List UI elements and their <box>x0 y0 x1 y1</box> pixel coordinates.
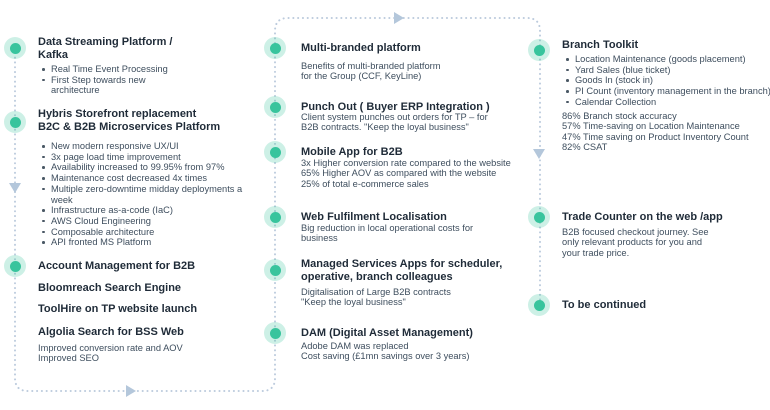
feature-item: First Step towards new architecture <box>38 75 196 96</box>
arrow-right-icon <box>126 385 136 397</box>
description-line: 3x Higher conversion rate compared to th… <box>301 158 511 168</box>
milestone-title: Branch Toolkit <box>562 39 639 51</box>
milestone-title: DAM (Digital Asset Management) <box>301 327 473 339</box>
milestone-title: Mobile App for B2B <box>301 146 403 158</box>
milestone-title: Algolia Search for BSS Web <box>38 326 184 338</box>
arrow-down-icon <box>533 149 545 159</box>
milestone-dot-icon <box>264 206 286 228</box>
title-line: Hybris Storefront replacement <box>38 108 197 120</box>
milestone-description: Improved conversion rate and AOV Improve… <box>38 343 183 364</box>
stat-line: 47% Time saving on Product Inventory Cou… <box>562 131 749 142</box>
milestone-dot-icon <box>264 259 286 281</box>
milestone-dot-icon <box>264 141 286 163</box>
feature-item: API fronted MS Platform <box>38 237 252 248</box>
feature-item: AWS Cloud Engineering <box>38 216 252 227</box>
milestone-title: To be continued <box>562 299 647 311</box>
title-line: Managed Services Apps for scheduler, <box>301 258 503 270</box>
milestone-dot-icon <box>528 39 550 61</box>
feature-item: Composable architecture <box>38 227 252 238</box>
milestone-stats: 86% Branch stock accuracy 57% Time-savin… <box>562 111 749 153</box>
milestone-description: Client system punches out orders for TP … <box>301 112 488 133</box>
stat-line: 82% CSAT <box>562 142 608 153</box>
title-line: operative, branch colleagues <box>301 271 453 283</box>
description-line: Client system punches out orders for TP … <box>301 112 488 122</box>
description-line: only relevant products for you and <box>562 237 703 248</box>
title-line: B2C & B2B Microservices Platform <box>38 121 221 133</box>
description-line: Improved SEO <box>38 353 99 364</box>
milestone-title: Managed Services Apps for scheduler, ope… <box>301 258 502 284</box>
feature-item: Calendar Collection <box>562 97 770 108</box>
milestone-dot-icon <box>4 37 26 59</box>
feature-item: Infrastructure as-a-code (IaC) <box>38 205 252 216</box>
feature-item: Maintenance cost decreased 4x times <box>38 173 252 184</box>
feature-item: PI Count (inventory management in the br… <box>562 86 770 97</box>
milestone-title: ToolHire on TP website launch <box>38 303 198 315</box>
description-line: business <box>301 233 338 244</box>
description-line: B2B focused checkout journey. See <box>562 227 709 237</box>
milestone-dot-icon <box>264 96 286 118</box>
feature-item: New modern responsive UX/UI <box>38 141 252 152</box>
feature-list: New modern responsive UX/UI 3x page load… <box>38 141 252 248</box>
description-line: Adobe DAM was replaced <box>301 341 409 351</box>
feature-item: Real Time Event Processing <box>38 64 196 75</box>
milestone-title: Bloomreach Search Engine <box>38 282 182 294</box>
stat-line: 86% Branch stock accuracy <box>562 111 677 121</box>
description-line: Benefits of multi-branded platform <box>301 61 441 71</box>
milestone-description: 3x Higher conversion rate compared to th… <box>301 158 511 189</box>
title-line: Data Streaming Platform / <box>38 36 173 48</box>
milestone-dot-icon <box>4 111 26 133</box>
milestone-dot-icon <box>4 255 26 277</box>
milestone-description: Benefits of multi-branded platform for t… <box>301 61 441 82</box>
feature-item: Multiple zero-downtime midday deployment… <box>38 184 252 205</box>
stat-line: 57% Time-saving on Location Maintenance <box>562 121 740 132</box>
description-line: Cost saving (£1mn savings over 3 years) <box>301 351 470 362</box>
milestone-dot-icon <box>264 37 286 59</box>
milestone-title: Hybris Storefront replacement B2C & B2B … <box>38 108 220 134</box>
milestone-title: Data Streaming Platform / Kafka <box>38 36 172 62</box>
description-line: your trade price. <box>562 247 630 258</box>
description-line: 25% of total e-commerce sales <box>301 178 429 189</box>
arrow-right-icon <box>394 12 404 24</box>
milestone-dot-icon <box>528 294 550 316</box>
milestone-description: B2B focused checkout journey. See only r… <box>562 227 709 258</box>
milestone-title: Trade Counter on the web /app <box>562 211 723 223</box>
feature-list: Location Maintenance (goods placement) Y… <box>562 54 770 108</box>
description-line: "Keep the loyal business" <box>301 297 406 308</box>
description-line: Digitalisation of Large B2B contracts <box>301 287 451 297</box>
milestone-title: Account Management for B2B <box>38 260 196 272</box>
feature-item: Location Maintenance (goods placement) <box>562 54 770 65</box>
description-line: Improved conversion rate and AOV <box>38 343 183 353</box>
milestone-title: Multi-branded platform <box>301 42 421 54</box>
milestone-title: Punch Out ( Buyer ERP Integration ) <box>301 101 490 113</box>
milestone-description: Adobe DAM was replaced Cost saving (£1mn… <box>301 341 469 362</box>
description-line: Big reduction in local operational costs… <box>301 223 474 233</box>
feature-item: Availability increased to 99.95% from 97… <box>38 162 252 173</box>
title-line: Kafka <box>38 49 68 61</box>
milestone-dot-icon <box>264 322 286 344</box>
arrow-down-icon <box>9 183 21 193</box>
feature-item: Goods In (stock in) <box>562 75 770 86</box>
description-line: B2B contracts. "Keep the loyal business" <box>301 122 469 133</box>
description-line: for the Group (CCF, KeyLine) <box>301 71 422 82</box>
milestone-description: Digitalisation of Large B2B contracts "K… <box>301 287 451 308</box>
description-line: 65% Higher AOV as compared with the webs… <box>301 168 497 179</box>
milestone-title: Web Fulfilment Localisation <box>301 211 447 223</box>
milestone-dot-icon <box>528 206 550 228</box>
feature-item: 3x page load time improvement <box>38 152 252 163</box>
feature-item: Yard Sales (blue ticket) <box>562 65 770 76</box>
feature-list: Real Time Event Processing First Step to… <box>38 64 196 96</box>
milestone-description: Big reduction in local operational costs… <box>301 223 473 244</box>
